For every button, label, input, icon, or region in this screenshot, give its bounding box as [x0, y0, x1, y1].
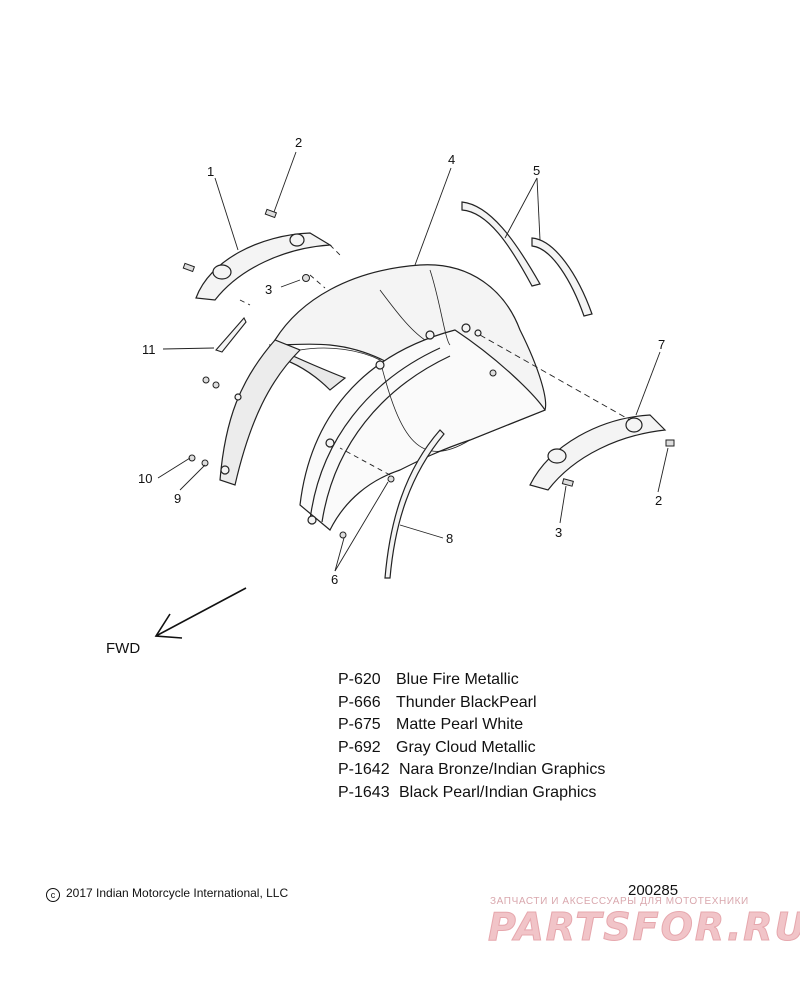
paint-code: P-620 — [338, 671, 381, 688]
callout-7: 7 — [658, 337, 665, 352]
callout-6: 6 — [331, 572, 338, 587]
paint-name: Nara Bronze/Indian Graphics — [399, 761, 606, 778]
callout-5: 5 — [533, 163, 540, 178]
callout-3-right: 3 — [555, 525, 562, 540]
paint-code-row: P-1643 Black Pearl/Indian Graphics — [338, 782, 605, 805]
callout-4: 4 — [448, 152, 455, 167]
fasteners — [182, 208, 675, 539]
forward-arrow-icon — [154, 587, 247, 639]
callout-1: 1 — [207, 164, 214, 179]
paint-code-row: P-1642 Nara Bronze/Indian Graphics — [338, 759, 605, 782]
trim-piece-11 — [215, 317, 247, 353]
trim-strip-8 — [384, 429, 445, 579]
copyright-icon: c — [46, 888, 60, 902]
paint-name: Blue Fire Metallic — [396, 671, 519, 688]
paint-code-row: P-675 Matte Pearl White — [338, 714, 605, 737]
watermark-logo: PARTSFOR.RU — [487, 905, 800, 950]
fender-rail-right — [529, 414, 667, 491]
paint-code: P-1642 — [338, 761, 390, 778]
copyright-text: 2017 Indian Motorcycle International, LL… — [66, 886, 289, 900]
callout-11: 11 — [142, 342, 156, 357]
watermark-tagline: ЗАПЧАСТИ И АКСЕССУАРЫ ДЛЯ МОТОТЕХНИКИ — [490, 896, 749, 907]
rear-fender — [219, 264, 547, 531]
callout-10: 10 — [138, 471, 152, 486]
paint-code-list: P-620 Blue Fire Metallic P-666 Thunder Bla… — [338, 669, 605, 804]
paint-code: P-1643 — [338, 783, 390, 801]
paint-code-row: P-620 Blue Fire Metallic — [338, 669, 605, 692]
fender-rail-left — [195, 232, 332, 301]
paint-code-row: P-666 Thunder BlackPearl — [338, 692, 605, 715]
paint-code: P-666 — [338, 693, 381, 711]
copyright-notice: c 2017 Indian Motorcycle International, L… — [46, 886, 288, 902]
callout-8: 8 — [446, 531, 453, 546]
paint-name: Gray Cloud Metallic — [396, 738, 536, 756]
leader-lines — [157, 151, 669, 572]
paint-name: Thunder BlackPearl — [396, 693, 537, 711]
paint-code-row: P-692 Gray Cloud Metallic — [338, 737, 605, 760]
callout-3-top: 3 — [265, 282, 272, 297]
trim-strips — [461, 201, 593, 317]
callout-9: 9 — [174, 491, 181, 506]
paint-name: Matte Pearl White — [396, 716, 524, 733]
figure-number: 200285 — [628, 882, 679, 899]
paint-name: Black Pearl/Indian Graphics — [399, 783, 597, 801]
callout-2-top: 2 — [295, 135, 302, 150]
forward-label: FWD — [106, 640, 141, 657]
callout-2-right: 2 — [655, 493, 662, 508]
paint-code: P-692 — [338, 738, 381, 756]
paint-code: P-675 — [338, 716, 381, 733]
